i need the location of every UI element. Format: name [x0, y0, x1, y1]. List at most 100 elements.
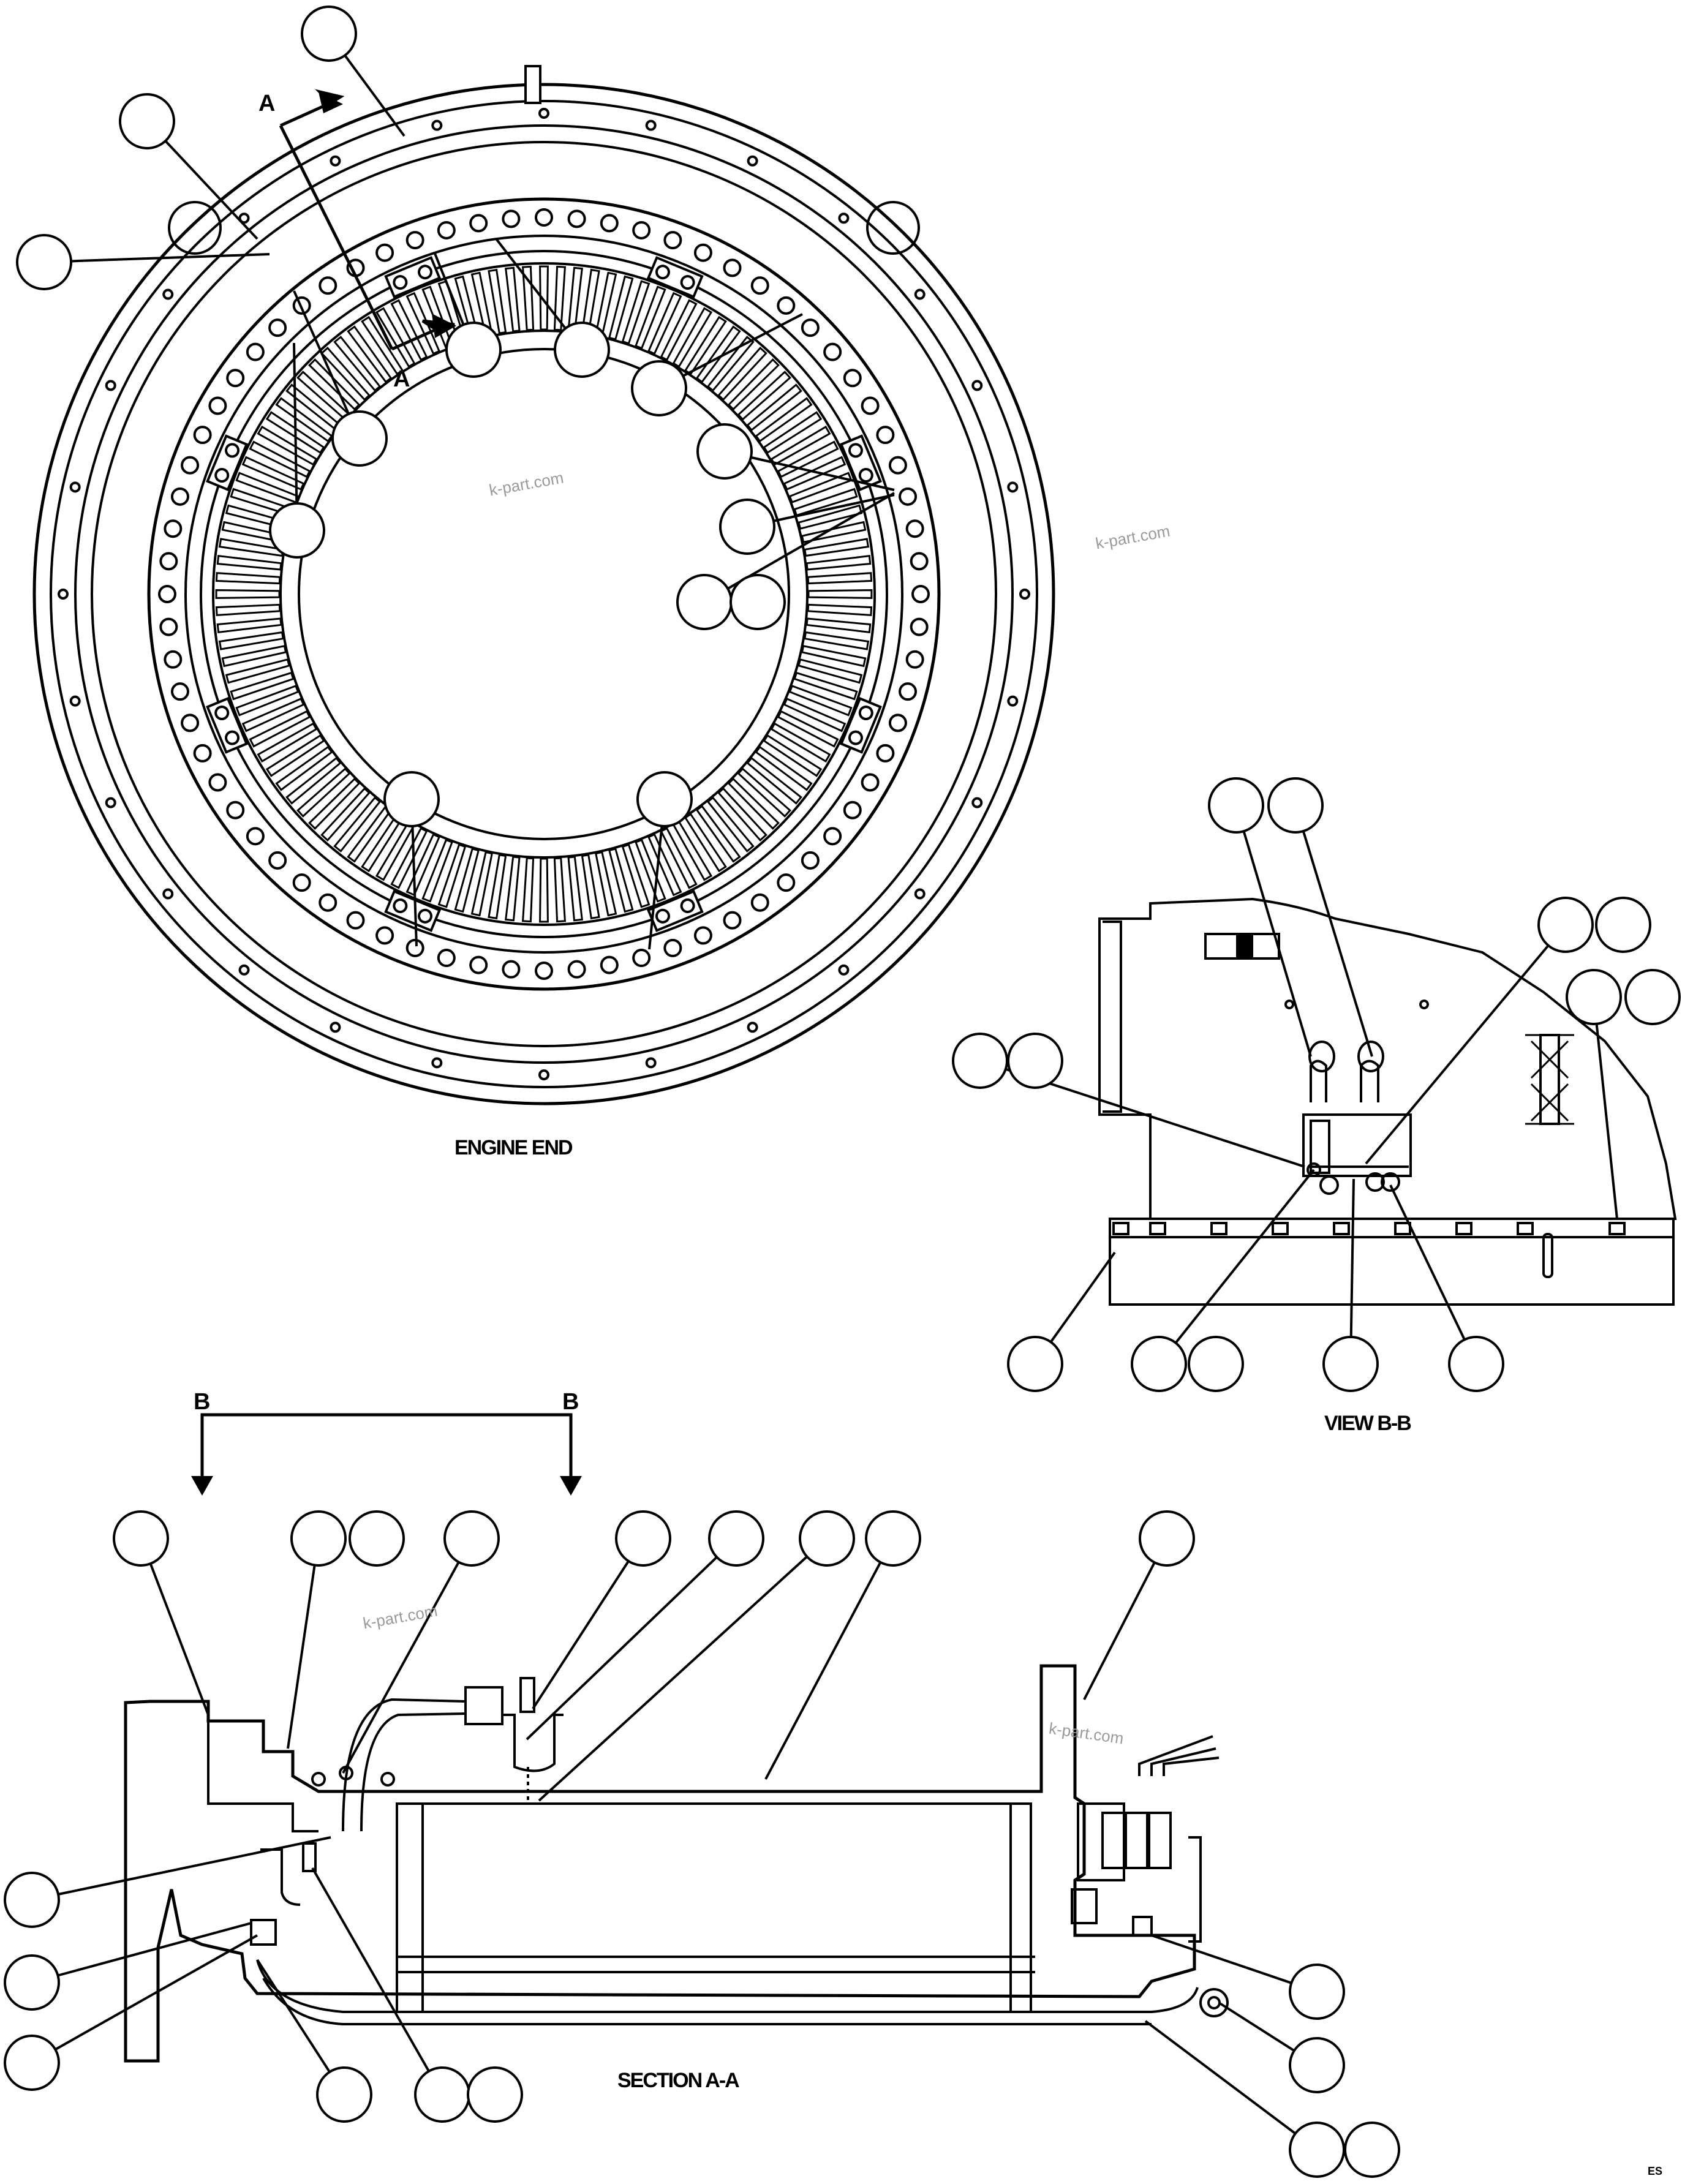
- leader-line: [411, 826, 418, 947]
- bolt-hole: [876, 426, 895, 445]
- section-marker-b-left: B: [194, 1389, 210, 1415]
- callout-balloon: [1566, 969, 1622, 1025]
- bolt-hole: [159, 617, 178, 636]
- bolt-hole: [162, 888, 174, 900]
- bolt-hole: [801, 851, 820, 870]
- bolt-hole: [535, 208, 553, 227]
- callout-balloon: [445, 322, 502, 378]
- bolt-hole: [105, 380, 116, 391]
- bolt-hole: [105, 797, 116, 808]
- bolt-hole: [246, 342, 265, 361]
- coil-slot: [488, 854, 507, 920]
- outer-bolt-ring: [58, 108, 1030, 1080]
- rail-bolt: [1272, 1222, 1289, 1235]
- bolt-hole: [567, 209, 586, 228]
- callout-balloon: [952, 1033, 1008, 1089]
- bolt-hole: [663, 231, 682, 250]
- bolt-hole: [69, 695, 81, 707]
- bolt-hole: [502, 960, 521, 979]
- clamp: [384, 889, 442, 932]
- leader-line: [750, 456, 895, 491]
- bolt-hole: [747, 155, 758, 167]
- leader-line: [526, 1556, 718, 1741]
- bolt-hole: [823, 342, 842, 361]
- view-bb: [1098, 897, 1677, 1306]
- bolt-hole: [375, 243, 394, 262]
- leader-line: [55, 1934, 258, 2051]
- leader-line: [682, 313, 803, 377]
- leader-line: [538, 1556, 808, 1802]
- bolt-hole: [723, 258, 742, 277]
- leader-line: [342, 1561, 460, 1774]
- callout-balloon: [1344, 2122, 1400, 2178]
- callout-balloon: [269, 502, 325, 559]
- callout-balloon: [16, 234, 72, 290]
- rail-bolts: [1112, 1222, 1626, 1235]
- bolt-hole: [319, 276, 337, 295]
- section-aa-cut-line: [279, 89, 456, 351]
- bolt-hole: [346, 911, 365, 930]
- bolt-hole: [1007, 481, 1019, 493]
- callout-balloon: [865, 1510, 921, 1567]
- bolt-hole: [600, 214, 619, 233]
- callout-balloon: [1007, 1033, 1063, 1089]
- coil-slot: [783, 456, 846, 491]
- callout-balloon: [1448, 1336, 1504, 1392]
- bolt-hole: [905, 519, 924, 538]
- bolt-hole: [905, 650, 924, 669]
- callout-balloon: [615, 1510, 671, 1567]
- bolt-hole: [861, 396, 880, 415]
- lifting-lug-right: [866, 201, 920, 255]
- bolt-hole: [375, 926, 394, 945]
- leader-line: [764, 1561, 882, 1780]
- callout-balloon: [1267, 777, 1324, 834]
- callout-balloon: [4, 1954, 60, 2011]
- bolt-hole: [645, 1057, 657, 1069]
- coil-slot: [521, 857, 535, 923]
- callout-balloon: [631, 360, 687, 416]
- bolt-hole: [181, 714, 200, 732]
- callout-balloon: [1537, 897, 1594, 953]
- coil-slot: [793, 671, 858, 701]
- bolt-hole: [899, 487, 918, 506]
- leader-line: [1389, 1184, 1466, 1341]
- bolt-hole: [888, 714, 907, 732]
- callout-balloon: [1595, 897, 1651, 953]
- bolt-hole: [535, 962, 553, 980]
- coil-slot: [215, 589, 281, 599]
- leader-line: [1144, 2020, 1297, 2135]
- callout-balloon: [1289, 2122, 1345, 2178]
- bolt-hole: [330, 1022, 341, 1033]
- bolt-hole: [238, 213, 250, 224]
- bolt-hole: [405, 938, 424, 957]
- bolt-hole: [246, 827, 265, 846]
- callout-balloon: [414, 2066, 470, 2123]
- bolt-hole: [910, 617, 929, 636]
- leader-line: [648, 826, 663, 950]
- bolt-hole: [723, 911, 742, 930]
- bolt-hole: [971, 797, 983, 808]
- leader-line: [434, 253, 465, 325]
- bolt-hole: [910, 552, 929, 571]
- bolt-hole: [268, 851, 287, 870]
- callout-balloon: [119, 93, 175, 149]
- coil-slot: [804, 538, 870, 557]
- leader-line: [1174, 1169, 1315, 1344]
- leader-line: [164, 140, 258, 240]
- callout-balloon: [301, 6, 357, 62]
- clamp: [839, 696, 882, 754]
- rail-bolt: [1455, 1222, 1472, 1235]
- rail-bolt: [1149, 1222, 1166, 1235]
- coil-slot: [437, 843, 467, 908]
- callout-balloon: [1322, 1336, 1379, 1392]
- callout-balloon: [290, 1510, 347, 1567]
- clamp: [384, 256, 442, 299]
- bolt-hole: [431, 1057, 443, 1069]
- lifting-lug-left: [168, 201, 222, 255]
- callout-balloon: [443, 1510, 500, 1567]
- engine-end-label: ENGINE END: [454, 1136, 573, 1159]
- callout-balloon: [113, 1510, 169, 1567]
- callout-balloon: [1131, 1336, 1187, 1392]
- callout-balloon: [1208, 777, 1264, 834]
- bolt-hole: [843, 800, 862, 819]
